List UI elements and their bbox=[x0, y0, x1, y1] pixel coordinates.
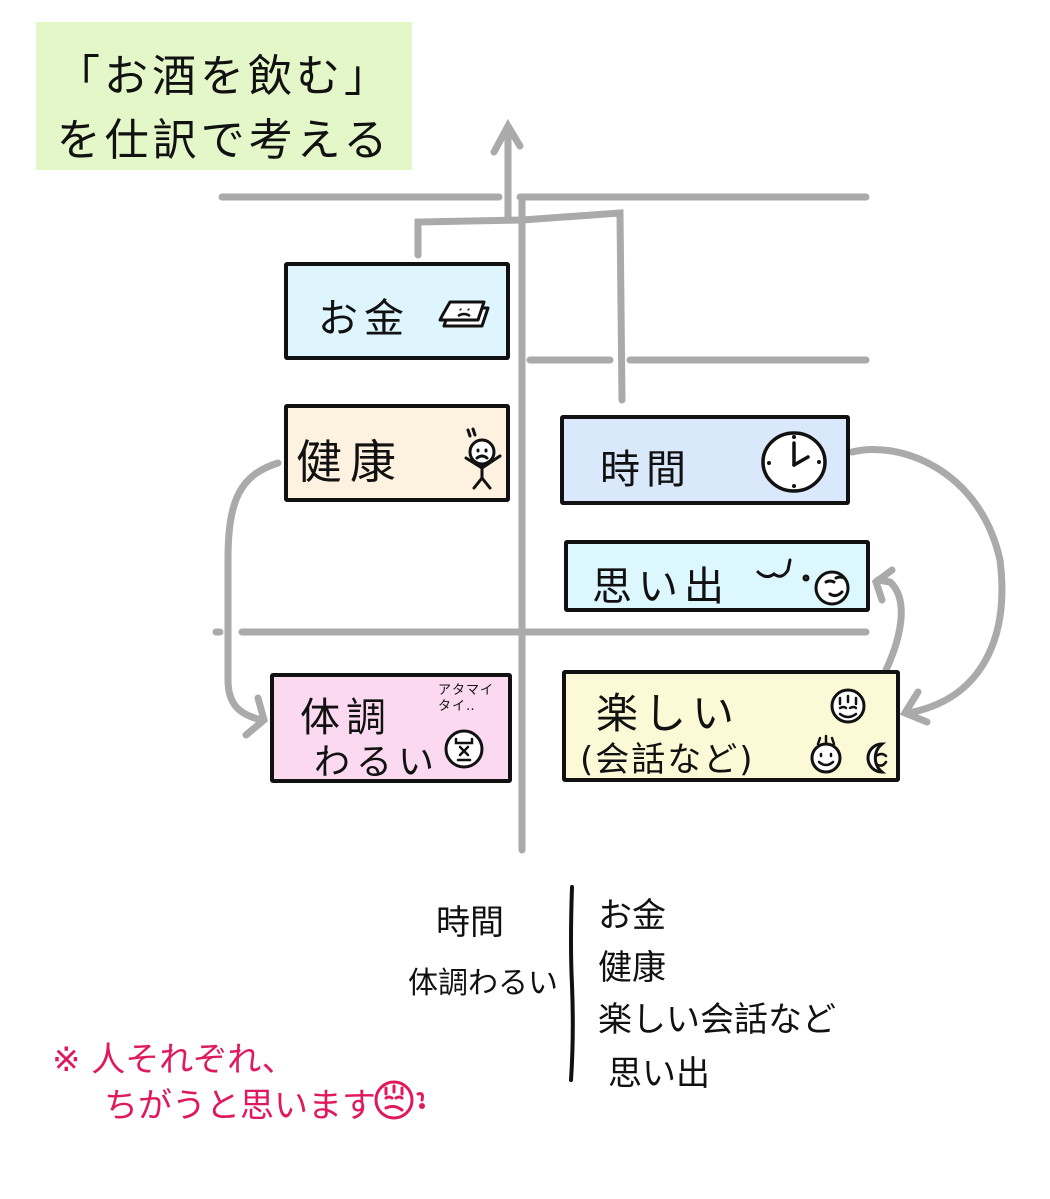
box-bad-health: 体調 わるい アタマイタイ‥ bbox=[270, 673, 512, 783]
summary-credit-2: 楽しい会話など bbox=[598, 1000, 836, 1040]
dreamy-face-icon bbox=[756, 558, 850, 606]
title-line-2: を仕訳で考える bbox=[56, 115, 392, 166]
up-arrow-head bbox=[490, 118, 524, 156]
thinking-face-icon bbox=[374, 1080, 425, 1120]
time-to-fun-arrow bbox=[848, 446, 1006, 717]
box-bad-health-label-2: わるい bbox=[314, 742, 441, 783]
box-fun-label-2: (会話など) bbox=[580, 740, 755, 780]
note-line-1: ※ 人それぞれ、 bbox=[52, 1040, 296, 1080]
fun-to-memory-arrowhead bbox=[871, 566, 896, 604]
box-fun-label-1: 楽しい bbox=[596, 689, 741, 738]
box-time-label: 時間 bbox=[600, 447, 692, 493]
health-to-badhealth-arrow bbox=[224, 459, 282, 724]
box-memory: 思い出 bbox=[564, 540, 870, 612]
dizzy-face-icon bbox=[444, 729, 484, 769]
summary-debit-0: 時間 bbox=[436, 903, 504, 943]
box-time: 時間 bbox=[560, 415, 850, 505]
box-health: 健康 bbox=[284, 404, 510, 502]
box-money-label: お金 bbox=[318, 296, 410, 342]
fun-to-memory-arrow bbox=[874, 576, 905, 674]
note-line-2: ちがうと思います bbox=[104, 1086, 376, 1126]
box-bad-health-annotation: アタマイタイ‥ bbox=[438, 683, 495, 714]
summary-credit-3: 思い出 bbox=[608, 1054, 710, 1094]
worried-stick-figure-icon bbox=[464, 427, 502, 490]
health-to-badhealth-arrowhead bbox=[242, 694, 268, 739]
box-health-label: 健康 bbox=[296, 435, 404, 489]
summary-credit-1: 健康 bbox=[598, 948, 666, 988]
happy-faces-icon bbox=[810, 688, 888, 774]
summary-credit-0: お金 bbox=[598, 896, 666, 936]
box-fun: 楽しい (会話など) bbox=[562, 670, 900, 782]
clock-icon bbox=[761, 431, 827, 493]
summary-debit-1: 体調わるい bbox=[408, 966, 558, 1001]
title-line-1: 「お酒を飲む」 bbox=[56, 51, 392, 102]
box-bad-health-label-1: 体調 bbox=[300, 695, 392, 741]
box-memory-label: 思い出 bbox=[592, 564, 730, 610]
summary-divider bbox=[569, 885, 575, 1082]
banknotes-sad-icon bbox=[438, 300, 490, 328]
box-money: お金 bbox=[284, 262, 510, 360]
time-to-fun-arrowhead bbox=[899, 688, 931, 726]
bracket-connector bbox=[414, 209, 626, 404]
title-box: 「お酒を飲む」 を仕訳で考える bbox=[36, 22, 412, 170]
